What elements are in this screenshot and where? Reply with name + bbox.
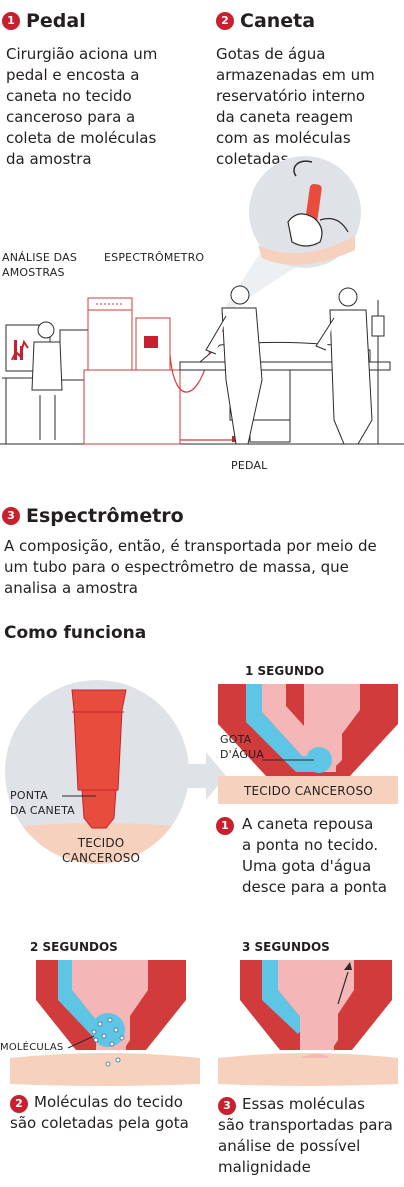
step-3-title: Espectrômetro [26,505,184,527]
stage-1-line: a ponta no tecido. [242,836,379,854]
step-2-line: com as moléculas [216,129,351,147]
analysis-workstation [2,321,110,444]
step-3-text: A composição, então, é transportada por … [4,536,377,599]
step-2-badge: 2 [216,12,234,30]
label-espectrometro: ESPECTRÔMETRO [104,251,205,264]
label-analise: ANÁLISE DAS AMOSTRAS [2,250,77,280]
stage-3-line: são transportadas para [218,1116,393,1134]
stage-3-title: 3 SEGUNDOS [242,940,330,954]
step-1-line: da amostra [6,150,92,168]
stage-1-line: Uma gota d'água [242,857,372,875]
label-gota-line: D'ÁGUA [220,748,265,761]
label-analise-line: AMOSTRAS [2,266,65,279]
step-3-badge: 3 [2,507,20,525]
step-3-line: um tubo para o espectrômetro de massa, q… [4,558,349,576]
label-ponta: PONTA DA CANETA [10,788,75,818]
surgeons-and-table [179,285,391,445]
stage-3-line: Essas moléculas [242,1095,365,1113]
step-2-line: coletadas [216,150,289,168]
stage-2-line: são coletadas pela gota [10,1114,189,1132]
label-moleculas: MOLÉCULAS [0,1042,64,1053]
stage-2-text: Moléculas do tecido são coletadas pela g… [10,1092,189,1134]
step-2-text: Gotas de água armazenadas em um reservat… [216,44,375,170]
label-gota: GOTA D'ÁGUA [220,732,264,762]
step-1-title: Pedal [26,10,86,32]
step-1-text: Cirurgião aciona um pedal e encosta a ca… [6,44,157,170]
label-tecido-stage1: TECIDO CANCEROSO [244,784,373,798]
label-analise-line: ANÁLISE DAS [2,251,78,264]
step-1-line: pedal e encosta a [6,66,140,84]
spectrometer-machine [83,297,181,445]
label-tecido-zoom: TECIDO CANCEROSO [62,836,140,866]
stage-3-text: Essas moléculas são transportadas para a… [218,1094,393,1178]
step-2-line: da caneta reagem [216,108,354,126]
step-1-line: Cirurgião aciona um [6,45,158,63]
label-tecido-line: TECIDO [77,836,125,850]
label-pedal: PEDAL [231,459,268,472]
step-1-line: coleta de moléculas [6,129,157,147]
operating-room-illustration [0,156,404,445]
stage-1-text: A caneta repousa a ponta no tecido. Uma … [242,814,387,898]
step-3-line: analisa a amostra [4,579,138,597]
step-2-line: armazenadas em um [216,66,375,84]
stage-2-title: 2 SEGUNDOS [30,940,118,954]
hand-magnifier-circle [218,156,361,318]
stage-1-title: 1 SEGUNDO [245,664,325,678]
stage-2-badge: 2 [10,1095,28,1113]
stage-1-line: A caneta repousa [242,815,374,833]
label-tecido-line: CANCEROSO [62,851,141,865]
stage-2-line: Moléculas do tecido [34,1093,183,1111]
step-1-line: canceroso para a [6,108,136,126]
stage-3-line: análise de possível [218,1137,361,1155]
stage-3-line: malignidade [218,1158,311,1176]
step-2-title: Caneta [240,10,316,32]
label-ponta-line: PONTA [10,789,48,802]
label-ponta-line: DA CANETA [10,804,75,817]
stage-1-line: desce para a ponta [242,878,387,896]
como-funciona-heading: Como funciona [4,623,147,643]
stage-3-badge: 3 [218,1097,236,1115]
step-2-line: Gotas de água [216,45,326,63]
step-3-line: A composição, então, é transportada por … [4,537,377,555]
stage-1-badge: 1 [216,817,234,835]
step-1-badge: 1 [2,12,20,30]
step-2-line: reservatório interno [216,87,366,105]
label-gota-line: GOTA [220,733,252,746]
step-1-line: caneta no tecido [6,87,132,105]
